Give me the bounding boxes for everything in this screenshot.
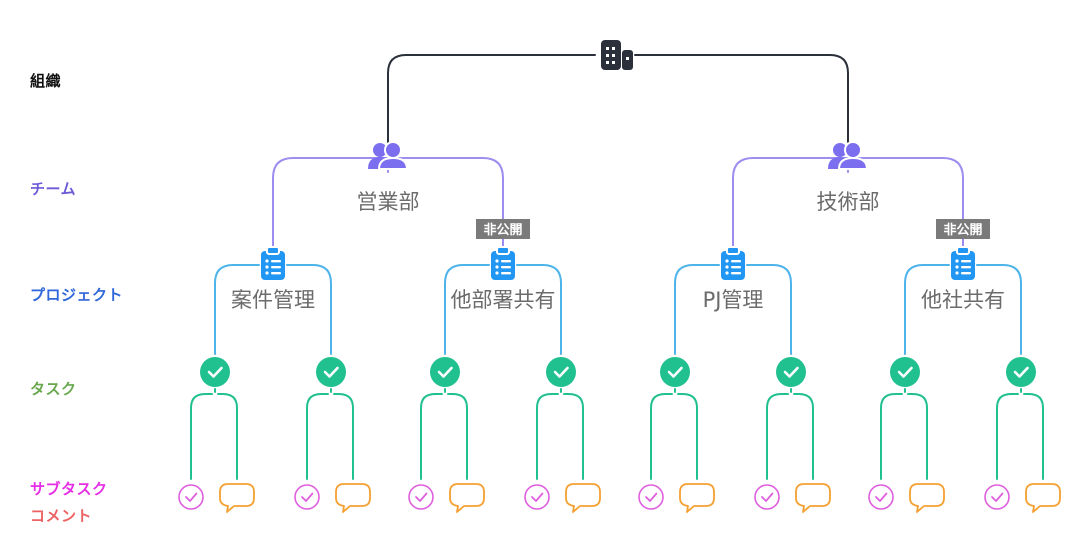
task-0-0-1-link-right (333, 393, 354, 480)
project-1-1-link-left (904, 264, 950, 355)
comment-1-1-1-bubble-icon (1025, 483, 1061, 513)
task-1-0-1-check-icon (776, 357, 806, 387)
subtask-0-1-0-check-icon (408, 484, 434, 510)
team-1-link-right (847, 157, 964, 248)
comment-1-0-1-bubble-icon (795, 483, 831, 513)
project-1-0-link-right (746, 264, 792, 355)
subtask-0-0-1-check-icon (294, 484, 320, 510)
subtask-1-1-0-check-icon (868, 484, 894, 510)
task-1-1-1-check-icon (1006, 357, 1036, 387)
team-0-name: 営業部 (357, 190, 420, 214)
task-0-0-0-link-right (217, 393, 238, 480)
task-1-1-0-check-icon (890, 357, 920, 387)
team-1-icon (828, 141, 869, 170)
project-0-0-name: 案件管理 (231, 288, 315, 312)
task-1-0-1-link-right (793, 393, 814, 480)
level-label-task: タスク (30, 380, 77, 398)
task-0-1-1-link-right (563, 393, 584, 480)
project-0-1-private-badge (476, 219, 530, 239)
task-1-0-1-link-left (766, 393, 789, 480)
task-0-1-0-link-left (420, 393, 443, 480)
comment-1-0-0-bubble-icon (679, 483, 715, 513)
org-link-left (387, 54, 596, 143)
project-0-1-link-right (516, 264, 562, 355)
project-0-1-name: 他部署共有 (451, 288, 556, 312)
team-1-link-left (732, 157, 849, 248)
level-label-subtask: サブタスク (30, 480, 108, 498)
project-1-1-name: 他社共有 (921, 288, 1005, 312)
comment-0-1-1-bubble-icon (565, 483, 601, 513)
subtask-1-1-1-check-icon (984, 484, 1010, 510)
project-1-1-link-right (976, 264, 1022, 355)
building-icon (601, 40, 633, 70)
task-0-1-0-link-right (447, 393, 468, 480)
project-0-1-clipboard-icon (491, 246, 515, 280)
task-1-0-0-link-right (677, 393, 698, 480)
comment-0-0-0-bubble-icon (219, 483, 255, 513)
task-0-0-1-check-icon (316, 357, 346, 387)
team-1-name: 技術部 (817, 190, 880, 214)
task-1-1-1-link-left (996, 393, 1019, 480)
task-1-0-0-link-left (650, 393, 673, 480)
subtask-1-0-0-check-icon (638, 484, 664, 510)
project-1-1-private-badge-text: 非公開 (943, 222, 982, 238)
task-0-1-1-check-icon (546, 357, 576, 387)
project-1-1-private-badge (936, 219, 990, 239)
level-label-project: プロジェクト (30, 286, 124, 304)
level-label-team: チーム (30, 180, 77, 198)
task-1-1-0-link-right (907, 393, 928, 480)
project-1-1-clipboard-icon (951, 246, 975, 280)
project-0-1-private-badge-text: 非公開 (483, 222, 522, 238)
level-label-comment: コメント (30, 507, 93, 525)
task-1-1-1-link-right (1023, 393, 1044, 480)
subtask-1-0-1-check-icon (754, 484, 780, 510)
subtask-0-0-0-check-icon (178, 484, 204, 510)
org-link-right (634, 54, 849, 143)
project-0-0-link-right (286, 264, 332, 355)
comment-0-0-1-bubble-icon (335, 483, 371, 513)
task-0-0-0-link-left (190, 393, 213, 480)
task-0-0-1-link-left (306, 393, 329, 480)
task-0-1-1-link-left (536, 393, 559, 480)
project-1-0-clipboard-icon (721, 246, 745, 280)
project-0-0-clipboard-icon (261, 246, 285, 280)
team-0-icon (368, 141, 409, 170)
project-1-0-link-left (674, 264, 720, 355)
project-0-0-link-left (214, 264, 260, 355)
project-0-1-link-left (444, 264, 490, 355)
level-label-org: 組織 (30, 72, 62, 90)
project-1-0-name: PJ管理 (703, 288, 764, 312)
task-0-1-0-check-icon (430, 357, 460, 387)
team-0-link-left (272, 157, 389, 248)
task-0-0-0-check-icon (200, 357, 230, 387)
subtask-0-1-1-check-icon (524, 484, 550, 510)
team-0-link-right (387, 157, 504, 248)
comment-0-1-0-bubble-icon (449, 483, 485, 513)
task-1-0-0-check-icon (660, 357, 690, 387)
task-1-1-0-link-left (880, 393, 903, 480)
comment-1-1-0-bubble-icon (909, 483, 945, 513)
